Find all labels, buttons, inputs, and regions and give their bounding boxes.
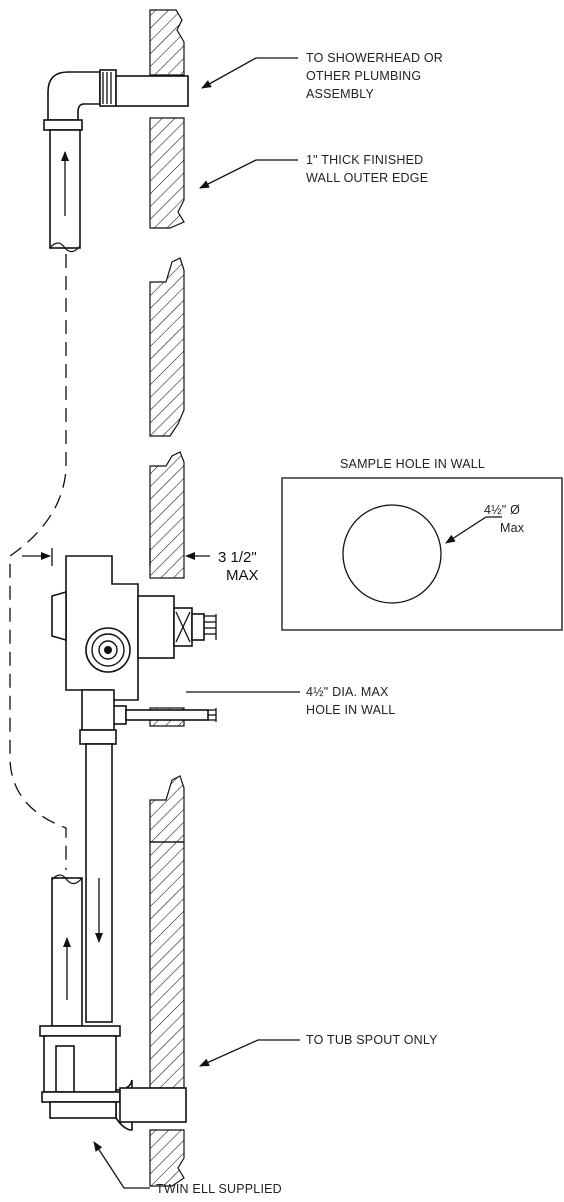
twin-ell-foot: [49, 1101, 117, 1119]
twin-ell-base: [41, 1091, 121, 1103]
valve-cartridge-center: [104, 646, 112, 654]
valve-stem-splines: [204, 614, 217, 640]
callout-showerhead: TO SHOWERHEAD OR OTHER PLUMBING ASSEMBLY: [201, 51, 443, 101]
diverter-stem-tip: [208, 708, 217, 722]
sample-hole-panel: SAMPLE HOLE IN WALL 4½" Ø Max: [281, 457, 563, 631]
sample-hole-circle: [342, 504, 442, 604]
showerhead-elbow-assembly: [43, 69, 189, 253]
elbow-threads: [102, 72, 112, 104]
valve-body: [65, 555, 139, 701]
depth-dimension-limit: MAX: [226, 567, 259, 584]
dashed-supply-route: [9, 254, 67, 870]
callout-showerhead-line2: OTHER PLUMBING: [306, 69, 421, 83]
callout-tub-spout: TO TUB SPOUT ONLY: [199, 1033, 438, 1067]
callout-tub-spout-text: TO TUB SPOUT ONLY: [306, 1033, 438, 1047]
wall-section-upper: [149, 117, 185, 229]
valve-side-boss: [51, 590, 67, 642]
wall-section-base: [149, 1129, 185, 1187]
tub-spout-nipple: [119, 1087, 187, 1123]
diverter-stem: [125, 709, 209, 721]
twin-ell-left-leg: [55, 1045, 75, 1093]
callout-finished-wall: 1" THICK FINISHED WALL OUTER EDGE: [199, 153, 428, 189]
valve-body-assembly: [51, 555, 217, 745]
depth-dimension: [22, 548, 210, 566]
wall-section-top: [149, 9, 185, 76]
valve-bonnet: [137, 595, 175, 659]
lower-pipe-break: [51, 874, 83, 885]
valve-bottom-nut: [79, 729, 117, 745]
callout-showerhead-line3: ASSEMBLY: [306, 87, 375, 101]
callout-showerhead-line1: TO SHOWERHEAD OR: [306, 51, 443, 65]
callout-hole-in-wall-line2: HOLE IN WALL: [306, 703, 395, 717]
callout-hole-in-wall: 4½" DIA. MAX HOLE IN WALL: [186, 685, 395, 717]
wall-section-bottom: [149, 841, 185, 1089]
elbow-outlet-nipple: [115, 75, 189, 107]
valve-stem: [191, 613, 205, 641]
callout-twin-ell: TWIN ELL SUPPLIED: [93, 1141, 282, 1196]
valve-bottom-neck: [81, 689, 115, 731]
lower-pipe-assembly: [39, 743, 187, 1131]
wall-section-middle: [149, 257, 185, 437]
callout-hole-in-wall-line1: 4½" DIA. MAX: [306, 685, 389, 699]
sample-hole-title: SAMPLE HOLE IN WALL: [340, 457, 485, 471]
elbow-ring: [43, 119, 83, 131]
callout-twin-ell-text: TWIN ELL SUPPLIED: [156, 1182, 282, 1196]
wall-section-valve: [149, 451, 185, 579]
wall-section-lower: [149, 775, 185, 843]
sample-hole-dimension: 4½" Ø: [484, 503, 520, 517]
callout-finished-wall-line1: 1" THICK FINISHED: [306, 153, 423, 167]
upper-pipe-break: [49, 242, 81, 253]
twin-ell-body: [43, 1035, 117, 1093]
elbow-fitting: [47, 71, 101, 121]
twin-ell-cap: [39, 1025, 121, 1037]
sample-hole-max: Max: [500, 521, 525, 535]
callout-finished-wall-line2: WALL OUTER EDGE: [306, 171, 428, 185]
depth-dimension-value: 3 1/2": [218, 549, 257, 566]
